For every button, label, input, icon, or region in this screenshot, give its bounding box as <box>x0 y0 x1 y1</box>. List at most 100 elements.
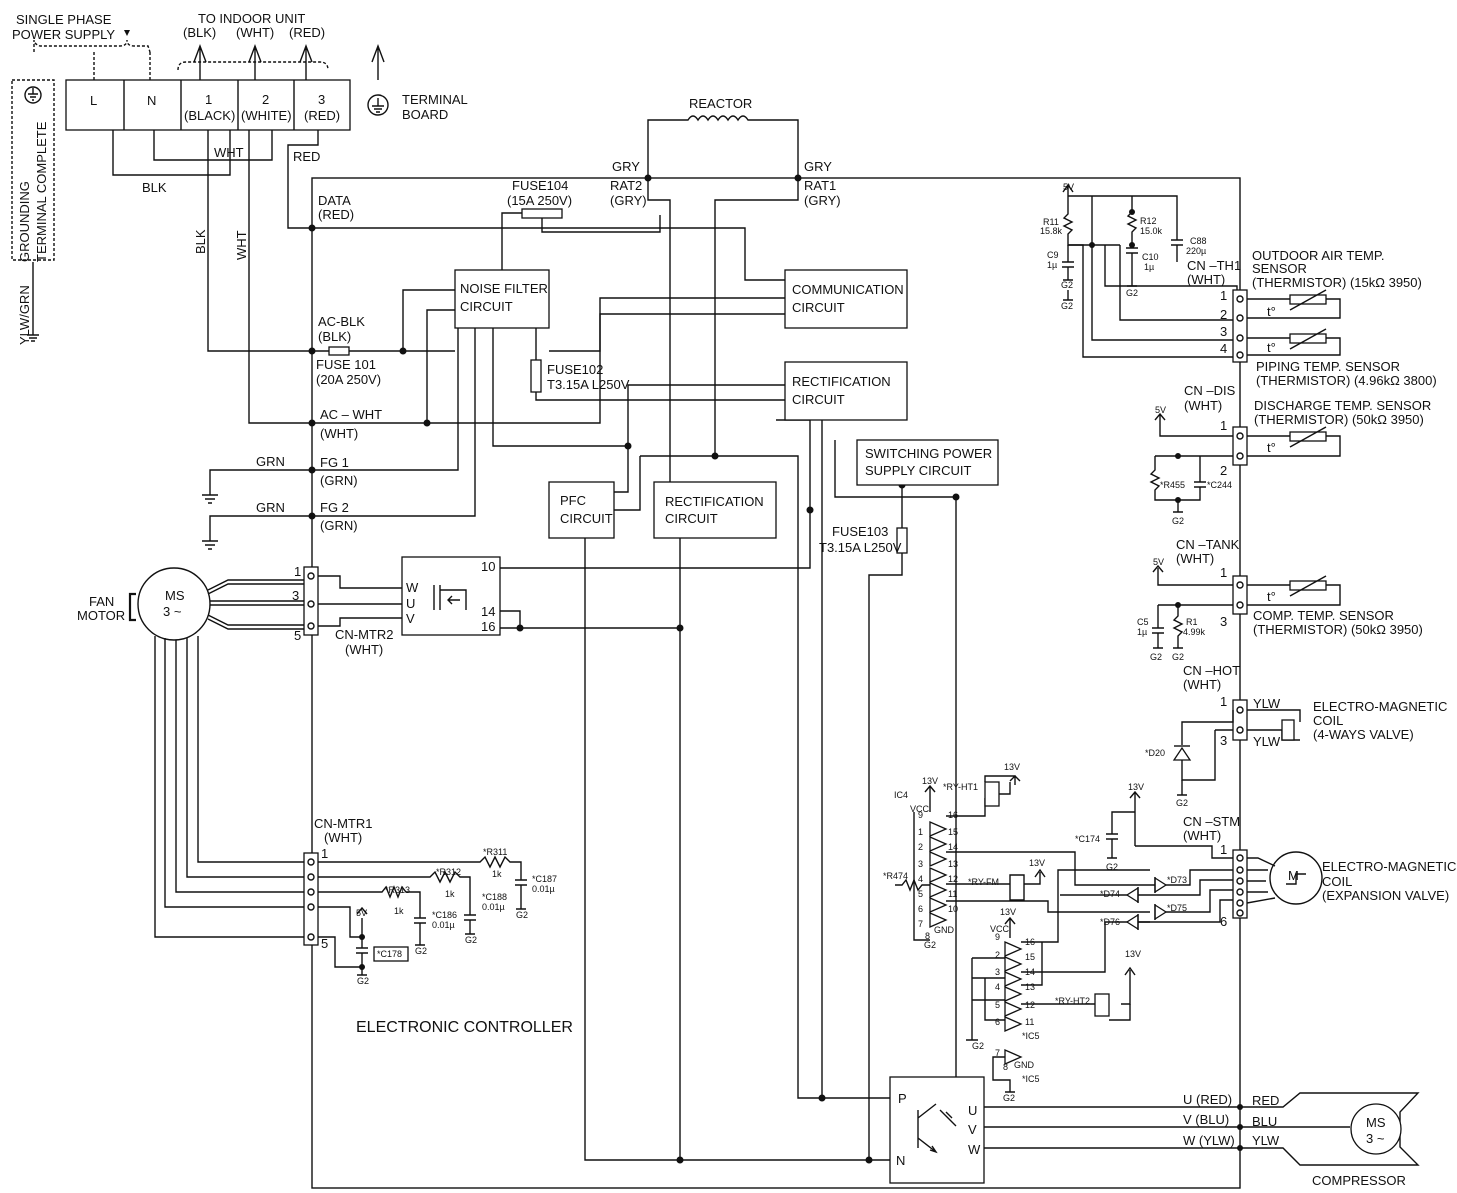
r12-value: 15.0k <box>1140 226 1163 236</box>
comp-u-label: U (RED) <box>1183 1092 1232 1107</box>
discharge-sensor-label-2: (THERMISTOR) (50kΩ 3950) <box>1254 412 1424 427</box>
ry-ht1-label: *RY-HT1 <box>943 782 978 792</box>
svg-text:4: 4 <box>995 982 1000 992</box>
c9-value: 1µ <box>1047 260 1057 270</box>
svg-text:6: 6 <box>918 904 923 914</box>
driver-pin14: 14 <box>481 604 495 619</box>
g2-c187: G2 <box>516 910 528 920</box>
pfc-label-1: PFC <box>560 493 586 508</box>
rat1-label: RAT1 <box>804 178 836 193</box>
igbt-icon <box>917 1103 957 1154</box>
cn-mtr2-label: CN-MTR2 <box>335 627 394 642</box>
ipm-p: P <box>898 1091 907 1106</box>
svg-text:6: 6 <box>995 1017 1000 1027</box>
arrow-down-icon <box>124 30 130 36</box>
fan-label: FAN <box>89 594 114 609</box>
ic5-label-1: *IC5 <box>1022 1031 1040 1041</box>
indoor-wht: (WHT) <box>236 25 274 40</box>
stm-13v: 13V <box>1128 782 1144 792</box>
fg1-label: FG 1 <box>320 455 349 470</box>
c178-box <box>373 946 409 962</box>
cn-hot-label: CN –HOT <box>1183 663 1240 678</box>
terminal-1-color: (BLACK) <box>184 108 235 123</box>
cn-tank-color: (WHT) <box>1176 551 1214 566</box>
stm-diodes <box>1060 790 1237 931</box>
fuse102 <box>530 359 542 393</box>
terminal-2-color: (WHITE) <box>241 108 292 123</box>
rectification-circuit-bottom <box>653 481 777 539</box>
wire-blk-label: BLK <box>142 180 167 195</box>
fg2-label: FG 2 <box>320 500 349 515</box>
grn-label-1: GRN <box>256 454 285 469</box>
stm-pin6: 6 <box>1220 914 1227 929</box>
fan-motor-phase: 3 ~ <box>163 604 182 619</box>
c174-g2: G2 <box>1106 862 1118 872</box>
cn-mtr1-label: CN-MTR1 <box>314 816 373 831</box>
ry-ht2-13v: 13V <box>1125 949 1141 959</box>
fan-motor-ms: MS <box>165 588 185 603</box>
expansion-valve-wires <box>1246 857 1276 904</box>
svg-text:5: 5 <box>918 889 923 899</box>
svg-text:15: 15 <box>1025 952 1035 962</box>
cn-mtr2-color: (WHT) <box>345 642 383 657</box>
wire-blk-vertical: BLK <box>193 229 208 254</box>
ry-fm-13v: 13V <box>1029 858 1045 868</box>
cn-mtr1-color: (WHT) <box>324 830 362 845</box>
compressor-phase: 3 ~ <box>1366 1131 1385 1146</box>
reactor-gry-right: GRY <box>804 159 832 174</box>
svg-text:15: 15 <box>948 827 958 837</box>
noise-filter-label-2: CIRCUIT <box>460 299 513 314</box>
wire-red-label: RED <box>293 149 320 164</box>
cn-hot-color: (WHT) <box>1183 677 1221 692</box>
motor-power-wires <box>207 579 304 630</box>
ic5-g2b: G2 <box>1003 1093 1015 1103</box>
cn-stm-label: CN –STM <box>1183 814 1240 829</box>
motor-bracket <box>128 592 136 622</box>
svg-text:11: 11 <box>948 889 957 899</box>
motor-label: MOTOR <box>77 608 125 623</box>
terminal-2: 2 <box>262 92 269 107</box>
reactor-coil <box>647 115 799 178</box>
r312-value: 1k <box>445 889 455 899</box>
earth-ground-icon <box>27 262 39 342</box>
outdoor-sensor-label-3: (THERMISTOR) (15kΩ 3950) <box>1252 275 1422 290</box>
ylw-label-1: YLW <box>1253 696 1281 711</box>
four-way-coil <box>1172 709 1301 796</box>
rat2-label: RAT2 <box>610 178 642 193</box>
g2-r1: G2 <box>1172 652 1184 662</box>
ry-fm-label: *RY-FM <box>968 877 999 887</box>
th1-pin1: 1 <box>1220 288 1227 303</box>
rat2-color: (GRY) <box>610 193 647 208</box>
c188-label: *C188 <box>482 892 507 902</box>
svg-text:16: 16 <box>1025 937 1035 947</box>
svg-text:13: 13 <box>1025 982 1035 992</box>
ground-symbol-icon <box>24 86 42 104</box>
dis-pin2: 2 <box>1220 463 1227 478</box>
fuse104-label: FUSE104 <box>512 178 568 193</box>
c178-label: *C178 <box>377 949 402 959</box>
terminal-board-label-2: BOARD <box>402 107 448 122</box>
ipm-n: N <box>896 1153 905 1168</box>
c5-label: C5 <box>1137 617 1149 627</box>
cn-mtr2-pin5: 5 <box>294 628 301 643</box>
switching-power-supply <box>856 439 999 486</box>
expansion-valve-motor <box>1269 851 1323 905</box>
r12-label: R12 <box>1140 216 1157 226</box>
indoor-red: (RED) <box>289 25 325 40</box>
ac-blk-label: AC-BLK <box>318 314 365 329</box>
ic4-label: IC4 <box>894 790 908 800</box>
supply-label-1: SINGLE PHASE <box>16 12 112 27</box>
terminal-3-color: (RED) <box>304 108 340 123</box>
piping-sensor-label-2: (THERMISTOR) (4.96kΩ 3800) <box>1256 373 1437 388</box>
driver-pin10: 10 <box>481 559 495 574</box>
coil-4way-label-3: (4-WAYS VALVE) <box>1313 727 1414 742</box>
grounding-label-1: GROUNDING <box>17 181 32 262</box>
ic4-g2: G2 <box>924 940 936 950</box>
svg-text:9: 9 <box>918 810 923 820</box>
ac-wht-color: (WHT) <box>320 426 358 441</box>
reactor-gry-left: GRY <box>612 159 640 174</box>
c188-value: 0.01µ <box>482 902 505 912</box>
ic5-g2a: G2 <box>972 1041 984 1051</box>
ylw-label-2: YLW <box>1253 734 1281 749</box>
switching-label-2: SUPPLY CIRCUIT <box>865 463 971 478</box>
